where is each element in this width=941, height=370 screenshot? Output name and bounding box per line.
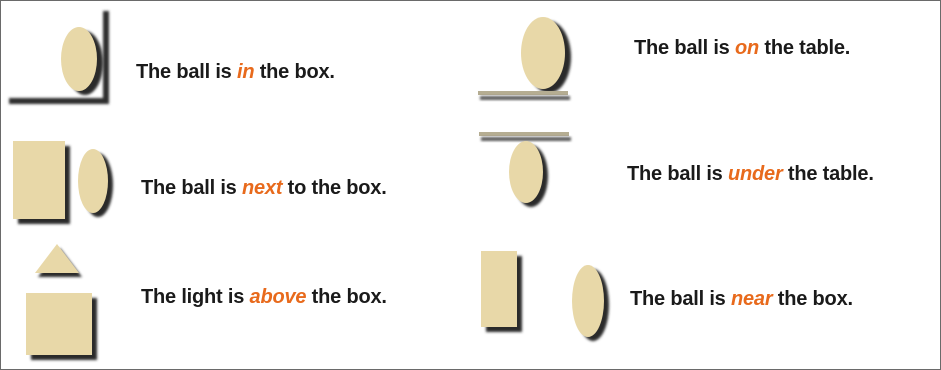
caption-text: the table.: [782, 163, 874, 185]
caption-text: to the box.: [282, 177, 387, 199]
caption-text: The ball is: [141, 177, 242, 199]
ball-next-to-box-illustration: [13, 141, 113, 224]
ball-on-table-illustration: [478, 17, 571, 100]
caption-text: the box.: [254, 61, 335, 83]
ball: [521, 17, 565, 89]
table-top: [479, 132, 569, 136]
table-shadow: [480, 96, 570, 100]
ball-under-table-illustration: [479, 132, 571, 207]
ball: [509, 141, 543, 203]
caption-next: The ball is next to the box.: [141, 177, 387, 200]
keyword-next: next: [241, 177, 283, 199]
ball: [572, 265, 604, 337]
light: [35, 244, 79, 273]
keyword-under: under: [727, 163, 783, 185]
ball-in-box-illustration: [9, 11, 109, 104]
keyword-on: on: [734, 37, 760, 59]
light-above-box-illustration: [26, 244, 97, 360]
caption-under: The ball is under the table.: [627, 163, 874, 186]
box-outline: [9, 11, 109, 104]
caption-on: The ball is on the table.: [634, 37, 850, 60]
caption-text: The ball is: [627, 163, 728, 185]
caption-text: The ball is: [630, 288, 731, 310]
caption-in: The ball is in the box.: [136, 61, 335, 84]
keyword-in: in: [236, 61, 255, 83]
table-shadow: [481, 137, 571, 141]
box: [481, 251, 517, 327]
keyword-above: above: [249, 286, 307, 308]
caption-near: The ball is near the box.: [630, 288, 853, 311]
keyword-near: near: [730, 288, 773, 310]
caption-above: The light is above the box.: [141, 286, 387, 309]
caption-text: the table.: [759, 37, 851, 59]
ball: [78, 149, 108, 213]
caption-text: The light is: [141, 286, 250, 308]
box: [13, 141, 65, 219]
box: [26, 293, 92, 355]
caption-text: the box.: [306, 286, 387, 308]
caption-text: The ball is: [634, 37, 735, 59]
caption-text: The ball is: [136, 61, 237, 83]
ball-near-box-illustration: [481, 251, 609, 341]
ball: [61, 27, 97, 91]
table-top: [478, 91, 568, 95]
caption-text: the box.: [772, 288, 853, 310]
